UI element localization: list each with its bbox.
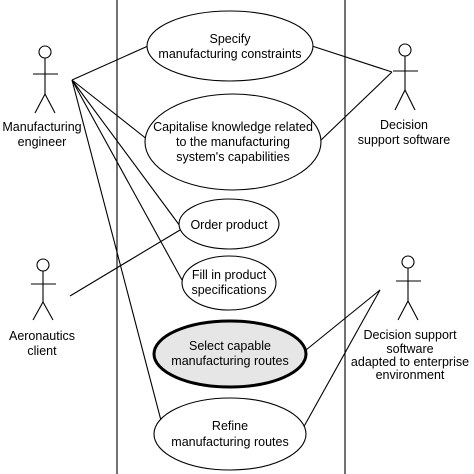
actor-label-line: Manufacturing: [2, 120, 81, 134]
assoc-engineer-specify: [71, 45, 149, 81]
use-case-label-line: manufacturing routes: [171, 354, 288, 368]
use-case-label-line: to the manufacturing: [176, 135, 290, 149]
actor-manufacturing-engineer: Manufacturing engineer: [2, 45, 82, 149]
actor-label-line: engineer: [18, 135, 67, 149]
use-case-ellipse: [178, 198, 280, 250]
use-case-label-line: Capitalise knowledge related: [153, 120, 313, 134]
assoc-dss-specify: [311, 45, 393, 73]
assoc-client-order: [69, 229, 181, 297]
actor-label-line: software: [386, 342, 433, 356]
assoc-engineer-refine: [71, 79, 165, 433]
use-case-label-line: Refine: [212, 419, 248, 433]
use-case-capitalise-knowledge: Capitalise knowledge related to the manu…: [144, 93, 322, 191]
actor-label-line: adapted to enterprise: [351, 355, 469, 369]
assoc-engineer-fill: [71, 79, 183, 281]
use-case-refine-routes: Refine manufacturing routes: [153, 397, 307, 471]
use-case-label-line: manufacturing constraints: [158, 47, 301, 61]
use-case-label-line: Order product: [190, 218, 268, 232]
actor-label-line: Decision support: [363, 328, 457, 342]
use-case-ellipse-highlighted: [152, 319, 308, 389]
assoc-engineer-order: [71, 79, 181, 227]
use-case-ellipse: [144, 93, 322, 191]
assoc-enterprise-select: [305, 289, 381, 351]
assoc-enterprise-refine: [301, 289, 381, 431]
use-case-order-product: Order product: [178, 198, 280, 250]
actor-decision-support-software: Decision support software: [358, 43, 450, 147]
actor-label-line: support software: [358, 133, 450, 147]
use-case-label-line: specifications: [191, 283, 266, 297]
assoc-engineer-capitalise: [71, 79, 149, 141]
use-case-ellipse: [181, 255, 277, 311]
use-case-label-line: manufacturing routes: [171, 435, 288, 449]
use-case-label-line: system's capabilities: [176, 150, 290, 164]
stick-figure-icon: [396, 255, 421, 321]
stick-figure-icon: [393, 43, 418, 111]
actor-label-line: environment: [376, 368, 445, 382]
use-case-label-line: Select capable: [189, 339, 271, 353]
use-case-label-line: Specify: [210, 32, 252, 46]
use-case-label-line: Fill in product: [192, 268, 267, 282]
use-case-fill-specifications: Fill in product specifications: [181, 255, 277, 311]
actor-label-line: Decision: [380, 118, 428, 132]
actor-label-line: Aeronautics: [9, 329, 75, 343]
stick-figure-icon: [31, 258, 56, 321]
actor-label-line: client: [27, 344, 57, 358]
use-case-specify-constraints: Specify manufacturing constraints: [146, 10, 314, 82]
assoc-dss-capitalise: [318, 71, 393, 143]
associations: [69, 45, 393, 433]
actor-aeronautics-client: Aeronautics client: [9, 258, 75, 358]
stick-figure-icon: [33, 45, 58, 114]
use-case-select-routes: Select capable manufacturing routes: [152, 319, 308, 389]
use-case-ellipse: [146, 10, 314, 82]
actor-decision-support-enterprise: Decision support software adapted to ent…: [351, 255, 469, 382]
use-case-ellipse: [153, 397, 307, 471]
